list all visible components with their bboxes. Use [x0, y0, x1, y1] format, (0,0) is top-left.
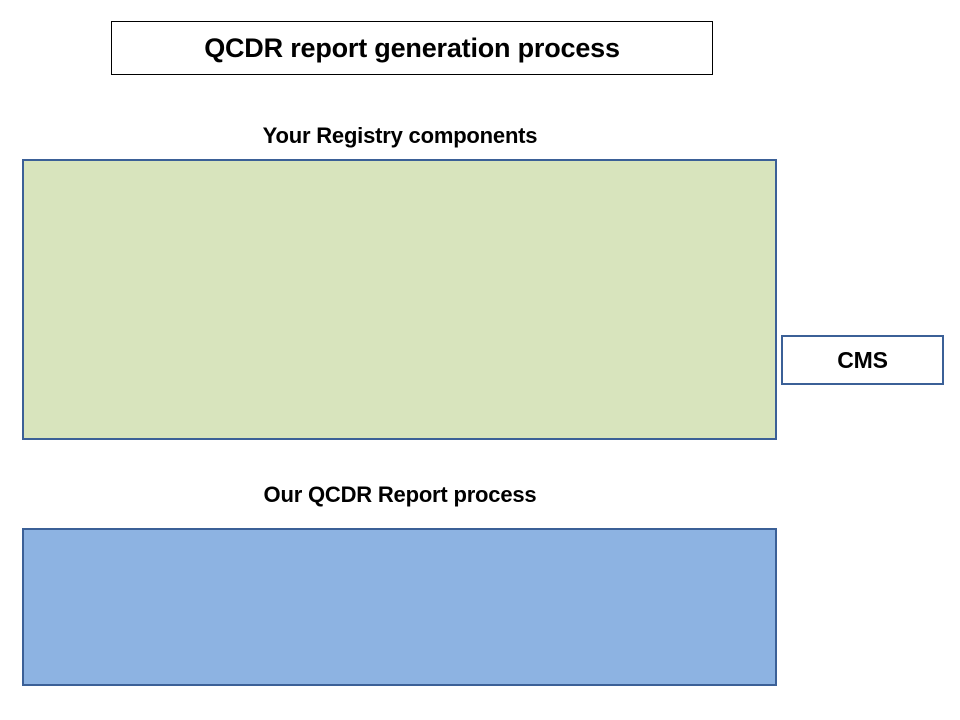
section-caption-registry: Your Registry components — [262, 123, 538, 148]
cms-box: CMS — [781, 335, 944, 385]
page-title: QCDR report generation process — [204, 32, 620, 63]
slide-title-box: QCDR report generation process — [111, 21, 713, 75]
cms-label: CMS — [837, 346, 888, 373]
qcdr-report-process-band — [22, 528, 777, 686]
registry-components-band — [22, 159, 777, 440]
section-caption-qcdr: Our QCDR Report process — [263, 482, 537, 507]
